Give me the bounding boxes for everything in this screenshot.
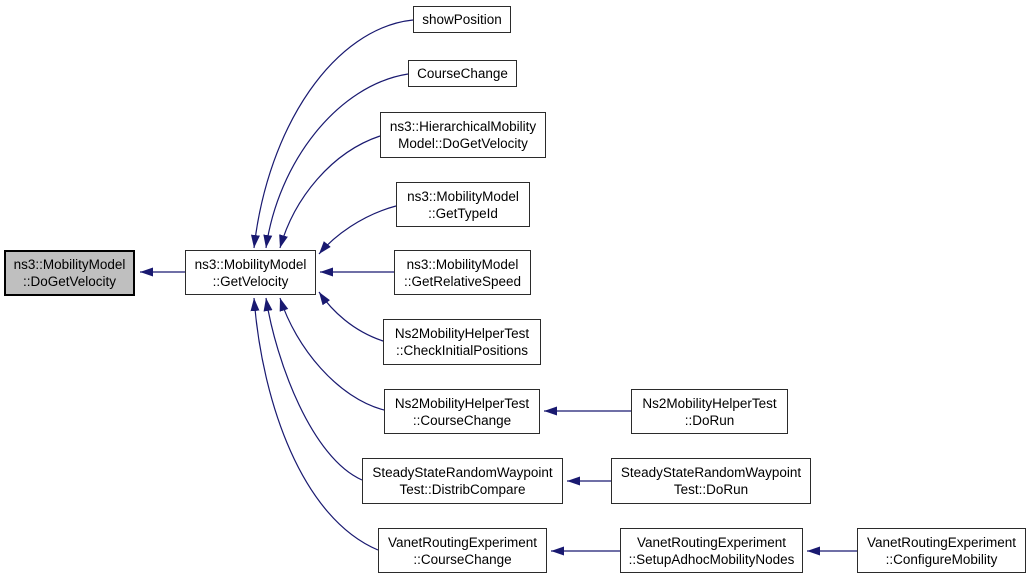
node-label-line: VanetRoutingExperiment bbox=[636, 534, 787, 550]
node-label-line: ::SetupAdhocMobilityNodes bbox=[628, 551, 795, 567]
node-ns3-mobilitymodel-getvelocity[interactable]: ns3::MobilityModel ::GetVelocity bbox=[185, 250, 316, 295]
node-label-line: ::CourseChange bbox=[413, 551, 512, 567]
node-label-line: Ns2MobilityHelperTest bbox=[394, 326, 530, 341]
node-label-line: ::CourseChange bbox=[412, 412, 512, 428]
edge-distribcompare-to-getvelocity bbox=[263, 297, 363, 481]
node-steadystaterandomwaypointtest-dorun[interactable]: SteadyStateRandomWaypoint Test::DoRun bbox=[611, 458, 811, 504]
node-ns2mobilityhelpertest-coursechange[interactable]: Ns2MobilityHelperTest ::CourseChange bbox=[384, 389, 540, 434]
node-steadystaterandomwaypointtest-distribcompare[interactable]: SteadyStateRandomWaypoint Test::DistribC… bbox=[362, 458, 563, 504]
node-vanetroutingexperiment-setupadhocmobilitynodes[interactable]: VanetRoutingExperiment ::SetupAdhocMobil… bbox=[620, 528, 803, 573]
node-label-line: ::CheckInitialPositions bbox=[395, 343, 529, 358]
node-label-line: ns3::MobilityModel bbox=[407, 188, 519, 204]
node-ns3-mobilitymodel-dogetvelocity: ns3::MobilityModel ::DoGetVelocity bbox=[4, 250, 135, 296]
node-label-line: Test::DistribCompare bbox=[399, 482, 526, 497]
node-label-line: ::DoRun bbox=[684, 412, 735, 428]
node-vanetroutingexperiment-coursechange[interactable]: VanetRoutingExperiment ::CourseChange bbox=[378, 528, 547, 573]
node-ns2mobilityhelpertest-checkinitialpositions[interactable]: Ns2MobilityHelperTest ::CheckInitialPosi… bbox=[383, 319, 541, 365]
node-label-line: ::ConfigureMobility bbox=[885, 551, 998, 567]
node-label-line: SteadyStateRandomWaypoint bbox=[620, 465, 802, 480]
node-label-line: VanetRoutingExperiment bbox=[387, 534, 538, 550]
node-label-line: Test::DoRun bbox=[673, 482, 749, 497]
node-showposition[interactable]: showPosition bbox=[413, 6, 511, 33]
node-ns3-hierarchicalmobilitymodel-dogetvelocity[interactable]: ns3::HierarchicalMobility Model::DoGetVe… bbox=[380, 112, 546, 158]
edge-gettypeid-to-getvelocity bbox=[318, 205, 397, 255]
node-ns2mobilityhelpertest-dorun[interactable]: Ns2MobilityHelperTest ::DoRun bbox=[631, 389, 788, 434]
node-label-line: CourseChange bbox=[417, 66, 508, 81]
edge-coursechange-to-getvelocity bbox=[263, 73, 409, 249]
node-label-line: ::GetVelocity bbox=[212, 273, 289, 289]
edge-hierarchicaldogetvelocity-to-getvelocity bbox=[279, 135, 381, 249]
node-label-line: Model::DoGetVelocity bbox=[398, 136, 528, 151]
node-label-line: VanetRoutingExperiment bbox=[866, 534, 1017, 550]
node-label-line: ::GetRelativeSpeed bbox=[403, 273, 522, 289]
node-ns3-mobilitymodel-getrelativespeed[interactable]: ns3::MobilityModel ::GetRelativeSpeed bbox=[394, 250, 531, 295]
node-label-line: Ns2MobilityHelperTest bbox=[642, 395, 777, 411]
node-label-line: ns3::MobilityModel bbox=[13, 257, 126, 272]
edge-vanetcoursechange-to-getvelocity bbox=[250, 297, 379, 551]
edge-ns2coursechange-to-getvelocity bbox=[279, 297, 385, 411]
edge-showposition-to-getvelocity bbox=[251, 19, 414, 249]
node-label-line: Ns2MobilityHelperTest bbox=[394, 395, 530, 411]
node-label-line: ns3::HierarchicalMobility bbox=[389, 119, 537, 134]
edge-checkinitialpositions-to-getvelocity bbox=[318, 291, 384, 342]
node-label-line: ::DoGetVelocity bbox=[22, 274, 117, 289]
node-label-line: showPosition bbox=[422, 12, 502, 27]
node-vanetroutingexperiment-configuremobility[interactable]: VanetRoutingExperiment ::ConfigureMobili… bbox=[857, 528, 1026, 573]
node-coursechange[interactable]: CourseChange bbox=[408, 60, 517, 87]
node-label-line: ns3::MobilityModel bbox=[194, 256, 307, 272]
node-label-line: ns3::MobilityModel bbox=[406, 256, 519, 272]
node-label-line: SteadyStateRandomWaypoint bbox=[372, 465, 553, 480]
node-label-line: ::GetTypeId bbox=[428, 205, 498, 221]
node-ns3-mobilitymodel-gettypeid[interactable]: ns3::MobilityModel ::GetTypeId bbox=[396, 182, 530, 227]
